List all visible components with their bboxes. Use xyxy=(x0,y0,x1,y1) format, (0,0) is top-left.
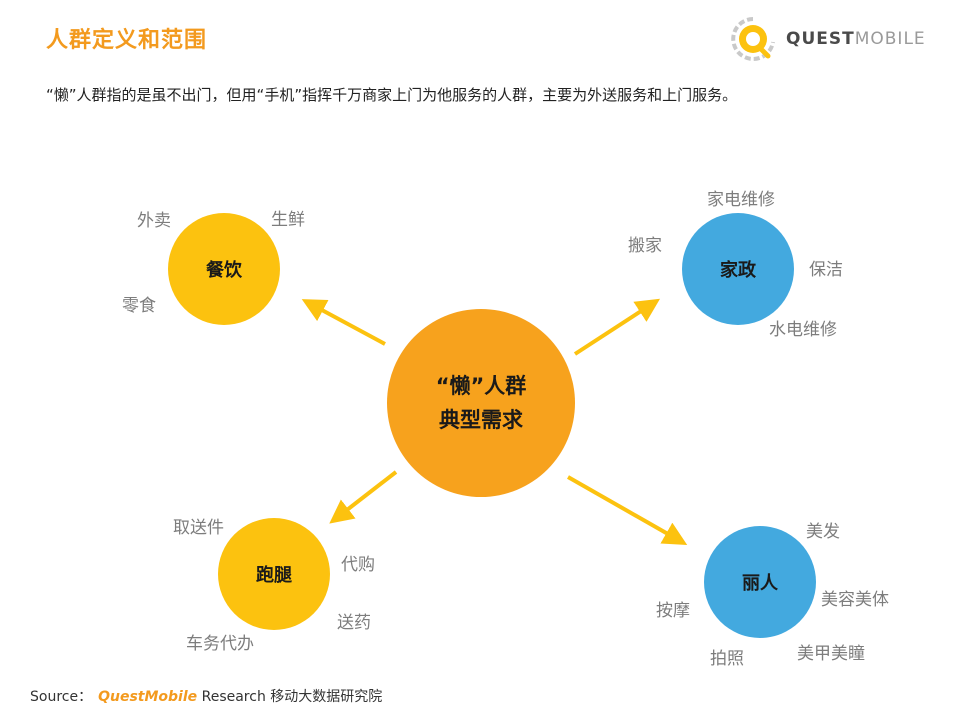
beauty-item-photo: 拍照 xyxy=(710,649,744,669)
errand-item-medicine: 送药 xyxy=(337,613,371,633)
center-node-line1: “懒”人群 xyxy=(435,374,527,398)
home-item-cleaning: 保洁 xyxy=(809,260,843,280)
logo-mobile-text: MOBILE xyxy=(854,29,926,49)
errand-item-pickup: 取送件 xyxy=(173,518,224,538)
source-suffix: Research 移动大数据研究院 xyxy=(201,689,383,705)
source-brand: QuestMobile xyxy=(98,689,198,705)
arrow-to-beauty xyxy=(567,475,688,545)
category-home: 家政 xyxy=(682,213,794,325)
arrow-to-food xyxy=(301,299,386,346)
home-item-plumbing-repair: 水电维修 xyxy=(769,320,837,340)
category-food-label: 餐饮 xyxy=(206,260,242,281)
beauty-item-body-care: 美容美体 xyxy=(821,590,889,610)
arrow-to-errand xyxy=(329,470,398,524)
beauty-item-hair: 美发 xyxy=(806,522,840,542)
center-node: “懒”人群 典型需求 xyxy=(387,309,575,497)
home-item-moving: 搬家 xyxy=(628,236,662,256)
home-item-appliance-repair: 家电维修 xyxy=(707,190,775,210)
category-errand: 跑腿 xyxy=(218,518,330,630)
questmobile-logo: QUESTMOBILE xyxy=(728,14,926,64)
arrow-to-home xyxy=(573,298,661,356)
errand-item-purchasing: 代购 xyxy=(341,555,375,575)
source-footer: Source： QuestMobile Research 移动大数据研究院 xyxy=(30,686,382,706)
center-node-line2: 典型需求 xyxy=(439,408,523,432)
beauty-item-nails-lenses: 美甲美瞳 xyxy=(797,644,865,664)
food-item-snacks: 零食 xyxy=(122,296,156,316)
beauty-item-massage: 按摩 xyxy=(656,601,690,621)
category-beauty-label: 丽人 xyxy=(742,573,778,594)
source-prefix: Source： xyxy=(30,689,93,705)
category-beauty: 丽人 xyxy=(704,526,816,638)
category-home-label: 家政 xyxy=(720,260,756,281)
food-item-fresh: 生鲜 xyxy=(271,210,305,230)
food-item-takeout: 外卖 xyxy=(137,211,171,231)
page-subtitle: “懒”人群指的是虽不出门，但用“手机”指挥千万商家上门为他服务的人群，主要为外送… xyxy=(46,86,738,104)
questmobile-logo-icon xyxy=(731,17,775,61)
category-food: 餐饮 xyxy=(168,213,280,325)
logo-quest-text: QUEST xyxy=(786,29,855,49)
errand-item-vehicle-service: 车务代办 xyxy=(186,634,254,654)
category-errand-label: 跑腿 xyxy=(256,565,292,586)
logo-wordmark: QUESTMOBILE xyxy=(786,29,926,49)
page-title: 人群定义和范围 xyxy=(46,28,208,53)
